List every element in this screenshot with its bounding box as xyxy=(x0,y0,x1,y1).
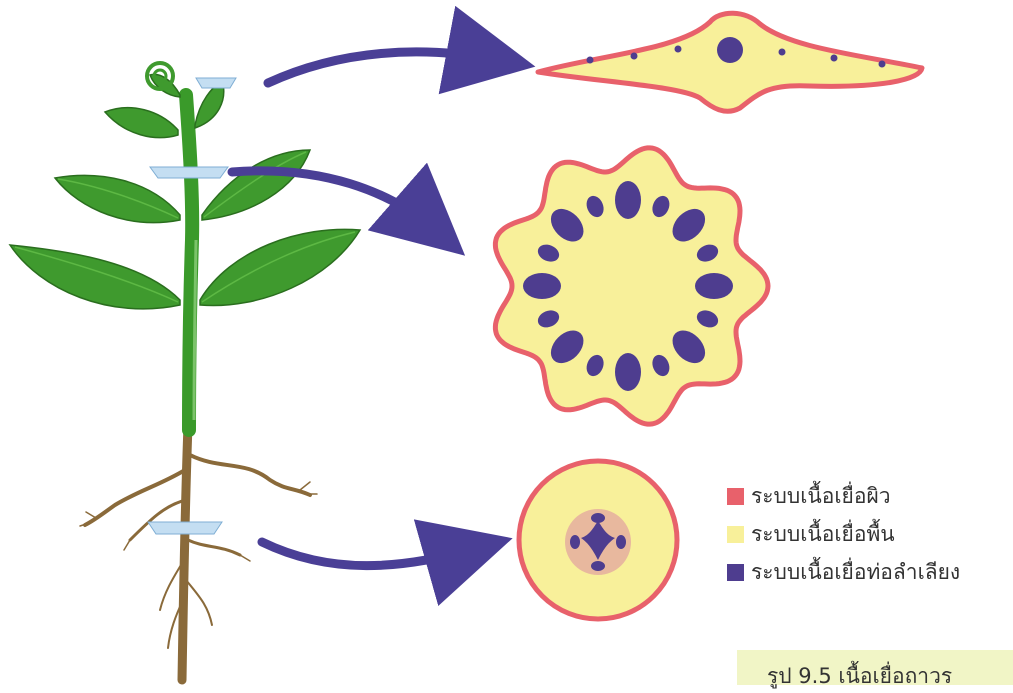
arrow-to-leaf-section xyxy=(268,52,500,83)
legend-swatch xyxy=(727,526,744,543)
stem-cross-section xyxy=(495,148,768,424)
legend-item: ระบบเนื้อเยื่อพื้น xyxy=(727,515,960,553)
arrow-to-root-section xyxy=(262,542,478,566)
stem-vascular-bundle xyxy=(615,181,641,219)
cut-marker-stem xyxy=(150,167,228,178)
cut-marker-root xyxy=(148,522,222,534)
legend-item: ระบบเนื้อเยื่อผิว xyxy=(727,477,960,515)
legend-swatch xyxy=(727,564,744,581)
legend-label: ระบบเนื้อเยื่อพื้น xyxy=(751,518,895,551)
leaf-mid-right xyxy=(202,150,310,220)
root-cross-section xyxy=(519,461,677,619)
arrows xyxy=(232,52,500,566)
figure-caption: รูป 9.5 เนื้อเยื่อถาวร xyxy=(767,660,952,693)
leaf-upper-left xyxy=(105,108,178,138)
stem xyxy=(186,95,192,430)
leaf-lower-right xyxy=(200,229,360,305)
legend-item: ระบบเนื้อเยื่อท่อลำเลียง xyxy=(727,553,960,591)
leaf-lower-left xyxy=(10,245,180,309)
legend-swatch xyxy=(727,488,744,505)
legend: ระบบเนื้อเยื่อผิวระบบเนื้อเยื่อพื้นระบบเ… xyxy=(727,477,960,591)
cut-marker-leaf xyxy=(196,78,236,88)
stem-vascular-bundle xyxy=(695,273,733,299)
plant-illustration xyxy=(10,63,360,680)
legend-label: ระบบเนื้อเยื่อผิว xyxy=(751,480,891,513)
stem-vascular-bundle xyxy=(523,273,561,299)
stem-vascular-bundle xyxy=(615,353,641,391)
figure-caption-box: รูป 9.5 เนื้อเยื่อถาวร xyxy=(737,650,1013,685)
legend-label: ระบบเนื้อเยื่อท่อลำเลียง xyxy=(751,556,960,589)
leaf-cross-section xyxy=(538,13,922,111)
